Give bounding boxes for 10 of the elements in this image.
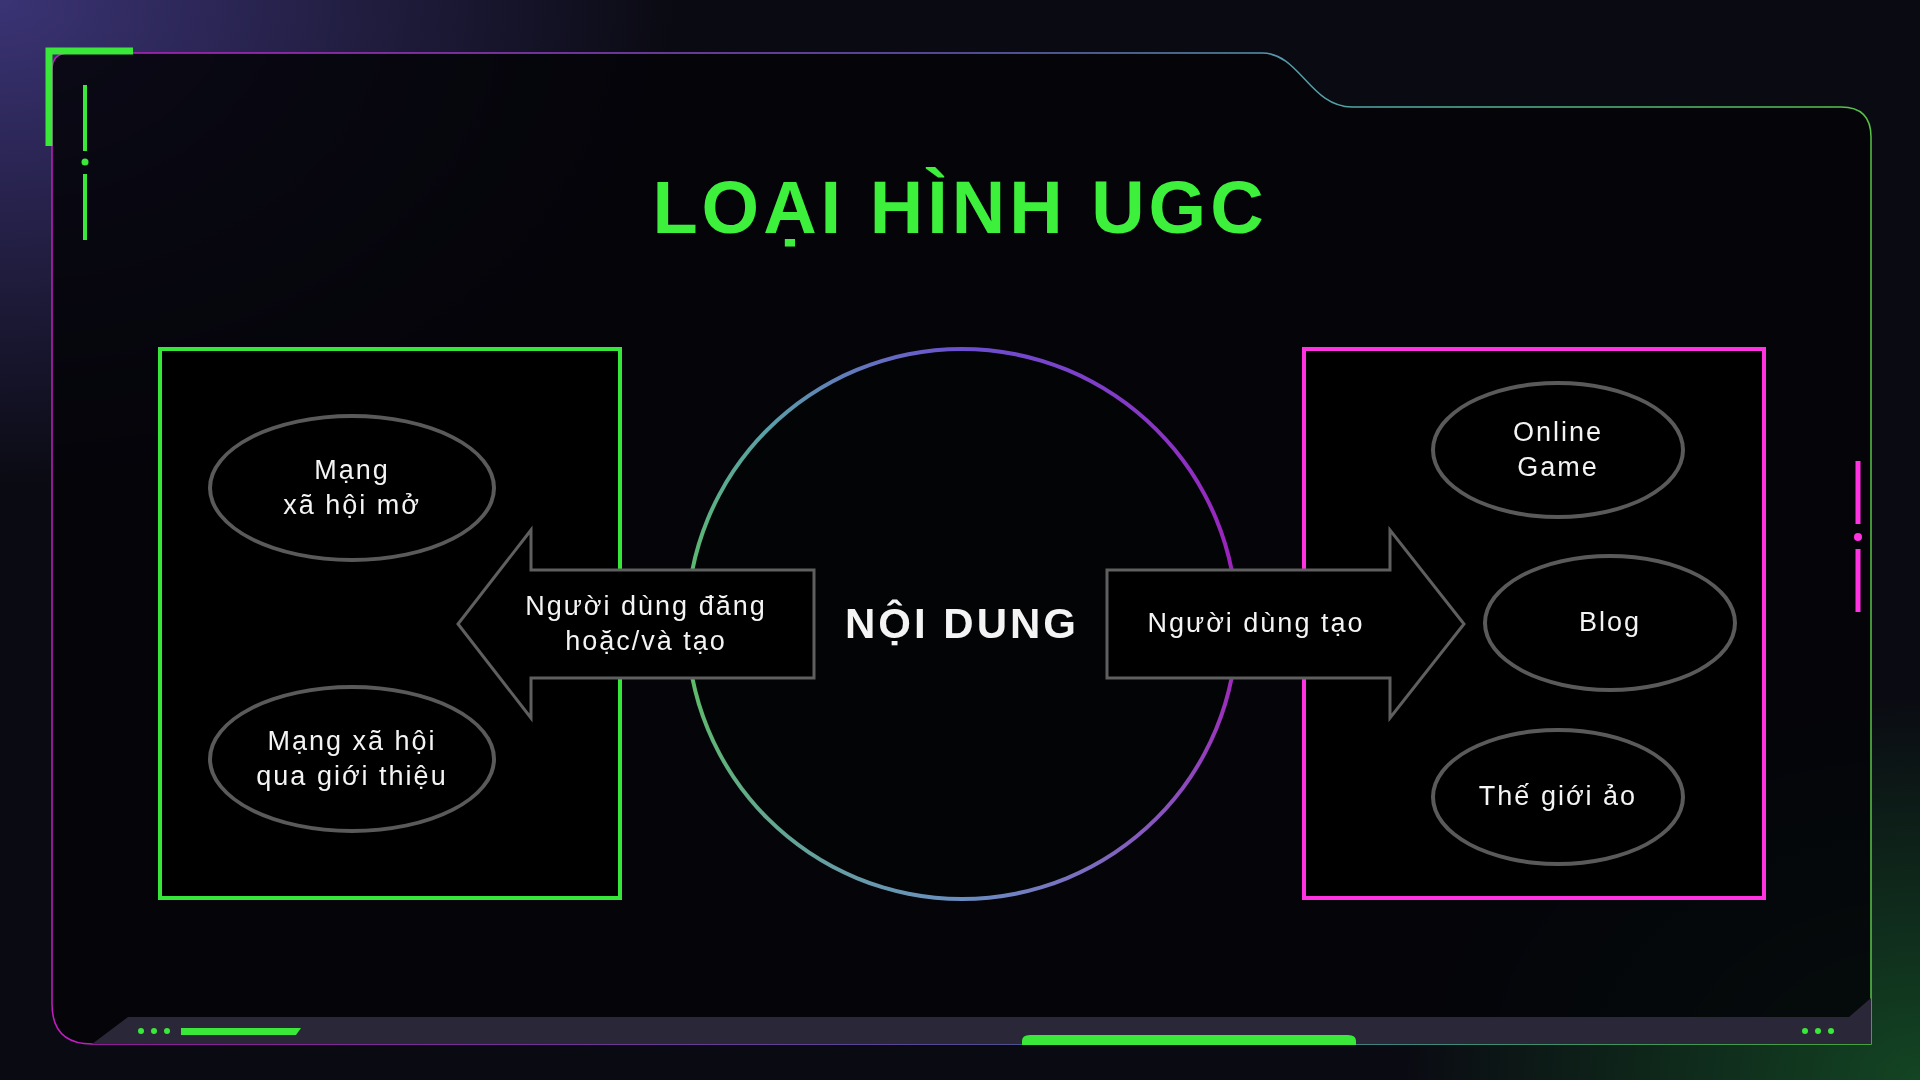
- node-label: Thế giới ảo: [1478, 780, 1638, 814]
- edge-label: Người dùng tạo: [1147, 607, 1365, 641]
- node-label: Mạng xã hội mở: [283, 453, 421, 522]
- edge-label: Người dùng đăng hoặc/và tạo: [525, 589, 767, 658]
- block-arrow: [1105, 525, 1466, 723]
- node-label: NỘI DUNG: [845, 598, 1079, 649]
- block-arrow: [456, 525, 816, 723]
- node-label: Mạng xã hội qua giới thiệu: [256, 724, 448, 793]
- node-label: Online Game: [1512, 415, 1603, 484]
- node-label: Blog: [1578, 606, 1641, 640]
